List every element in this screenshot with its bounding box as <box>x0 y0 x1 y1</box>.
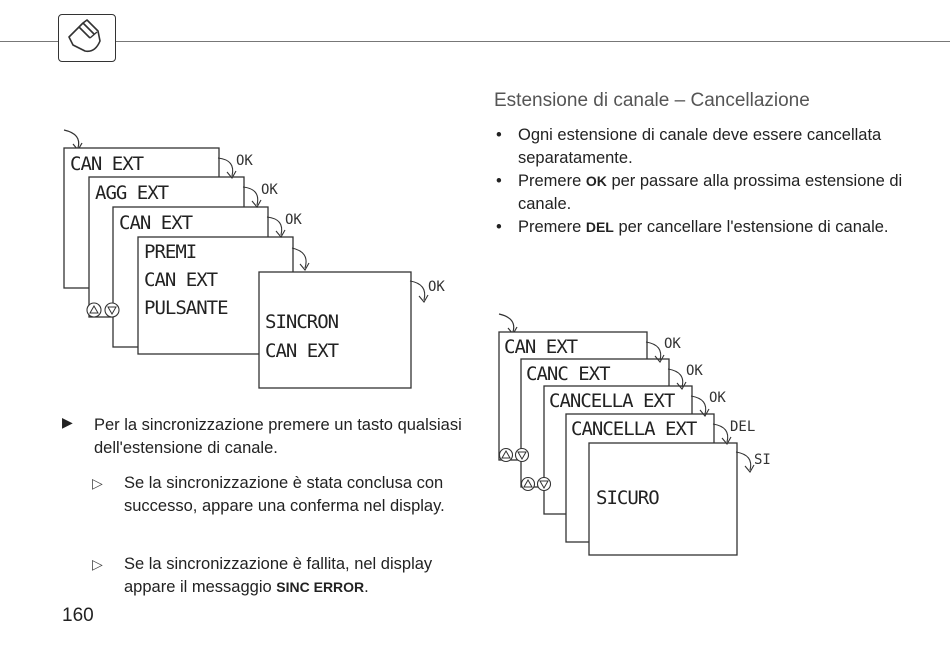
key-label-2: OK <box>686 363 703 379</box>
result-triangle-icon: ▷ <box>92 556 103 572</box>
step-arrow-icon: ▶ <box>62 414 73 430</box>
lcd-right-3: CANCELLA EXT <box>549 390 675 412</box>
list-item: •Ogni estensione di canale deve essere c… <box>496 126 882 167</box>
key-label-3: OK <box>709 390 726 406</box>
ok-label-3: OK <box>285 212 302 228</box>
page-number: 160 <box>62 605 94 626</box>
hand-pointer-icon <box>58 14 116 62</box>
ok-label-1: OK <box>236 153 253 169</box>
lcd-right-2: CANC EXT <box>526 363 610 385</box>
lcd-screen-5-line1: SINCRON <box>265 311 339 333</box>
key-ok: OK <box>585 173 607 189</box>
lcd-screen-2: AGG EXT <box>95 182 169 204</box>
lcd-right-4: CANCELLA EXT <box>571 418 697 440</box>
lcd-screen-4-line1: PREMI <box>144 241 196 263</box>
step-text: Per la sincronizzazione premere un tasto… <box>94 416 462 457</box>
lcd-screen-5-line2: CAN EXT <box>265 340 339 362</box>
instruction-list: •Ogni estensione di canale deve essere c… <box>494 124 914 239</box>
lcd-screen-1: CAN EXT <box>70 153 144 175</box>
lcd-screen-4-line3: PULSANTE <box>144 297 228 319</box>
list-item: •Premere DEL per cancellare l'estensione… <box>496 218 889 236</box>
lcd-screen-4-line2: CAN EXT <box>144 269 218 291</box>
lcd-screen-3: CAN EXT <box>119 212 193 234</box>
key-del: DEL <box>585 219 614 235</box>
header-rule <box>0 41 950 42</box>
lcd-right-1: CAN EXT <box>504 336 578 358</box>
ok-label-4: OK <box>428 279 445 295</box>
lcd-right-5: SICURO <box>596 487 659 509</box>
key-label-1: OK <box>664 336 681 352</box>
list-item: •Premere OK per passare alla prossima es… <box>496 172 903 213</box>
section-title: Estensione di canale – Cancellazione <box>494 90 810 111</box>
key-label-4: DEL <box>730 419 755 435</box>
key-label-5: SI <box>754 452 771 468</box>
ok-label-2: OK <box>261 182 278 198</box>
sinc-error-message: SINC ERROR <box>276 579 365 595</box>
result-triangle-icon: ▷ <box>92 475 103 491</box>
